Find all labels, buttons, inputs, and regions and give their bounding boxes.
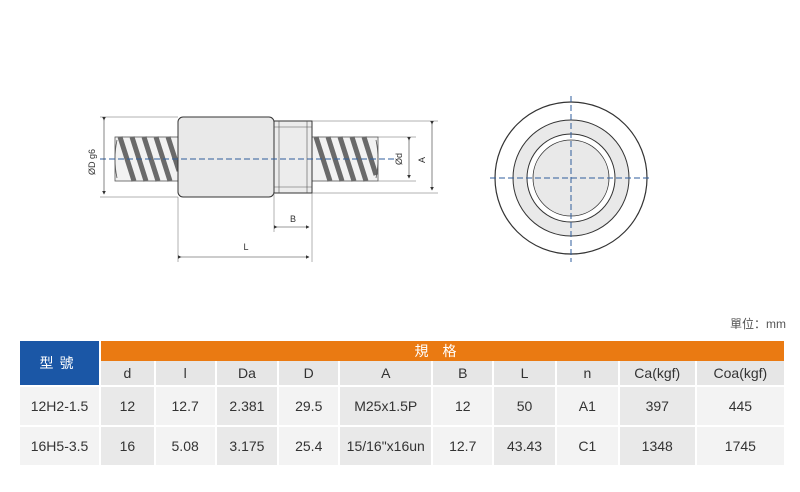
col-header-n: n — [556, 361, 618, 385]
table-cell: 12 — [433, 387, 493, 425]
table-cell: 29.5 — [279, 387, 339, 425]
table-cell: A1 — [556, 387, 618, 425]
table-cell: 12.7 — [155, 387, 215, 425]
table-cell: 43.43 — [494, 427, 555, 465]
table-cell: 1348 — [619, 427, 695, 465]
table-cell: 445 — [696, 387, 784, 425]
col-header-d: d — [101, 361, 154, 385]
table-cell: 1745 — [696, 427, 784, 465]
table-row: 16H5-3.5 16 5.08 3.175 25.4 15/16"x16un … — [20, 427, 784, 465]
table-cell: 397 — [619, 387, 695, 425]
table-cell: 15/16"x16un — [340, 427, 432, 465]
col-header-ca: Ca(kgf) — [619, 361, 695, 385]
inner-diameter-label: Ød — [394, 153, 404, 165]
table-cell: 3.175 — [216, 427, 278, 465]
table-cell: M25x1.5P — [340, 387, 432, 425]
length-label: L — [243, 242, 248, 252]
spec-table: 型號 規格 d l Da D A B L n Ca(kgf) Coa(kgf) … — [18, 341, 786, 465]
table-cell: 16 — [101, 427, 154, 465]
table-cell: 12.7 — [433, 427, 493, 465]
table-cell: 25.4 — [279, 427, 339, 465]
col-header-da: Da — [216, 361, 278, 385]
col-header-coa: Coa(kgf) — [696, 361, 784, 385]
col-header-l: l — [155, 361, 215, 385]
height-label: A — [417, 157, 427, 163]
thread-length-label: B — [290, 214, 296, 224]
spec-group-header: 規格 — [101, 341, 784, 361]
table-cell: C1 — [556, 427, 618, 465]
nut-thread-neck — [273, 120, 313, 194]
table-row: 12H2-1.5 12 12.7 2.381 29.5 M25x1.5P 12 … — [20, 387, 784, 425]
table-cell: 50 — [494, 387, 555, 425]
end-view — [490, 96, 652, 262]
outer-diameter-label: ØD g6 — [87, 149, 97, 175]
col-header-outer-d: D — [279, 361, 339, 385]
col-header-b: B — [433, 361, 493, 385]
table-cell: 12 — [101, 387, 154, 425]
side-view: ØD g6 Ød A B L — [87, 116, 438, 262]
model-header: 型號 — [20, 341, 100, 385]
table-cell: 2.381 — [216, 387, 278, 425]
nut-body — [177, 116, 275, 198]
col-header-a: A — [340, 361, 432, 385]
table-cell: 5.08 — [155, 427, 215, 465]
technical-drawing: ØD g6 Ød A B L — [87, 96, 652, 262]
unit-note: 單位：mm — [730, 317, 786, 331]
col-header-length: L — [494, 361, 555, 385]
column-header-row: d l Da D A B L n Ca(kgf) Coa(kgf) — [20, 361, 784, 385]
model-cell: 12H2-1.5 — [20, 387, 100, 425]
model-cell: 16H5-3.5 — [20, 427, 100, 465]
